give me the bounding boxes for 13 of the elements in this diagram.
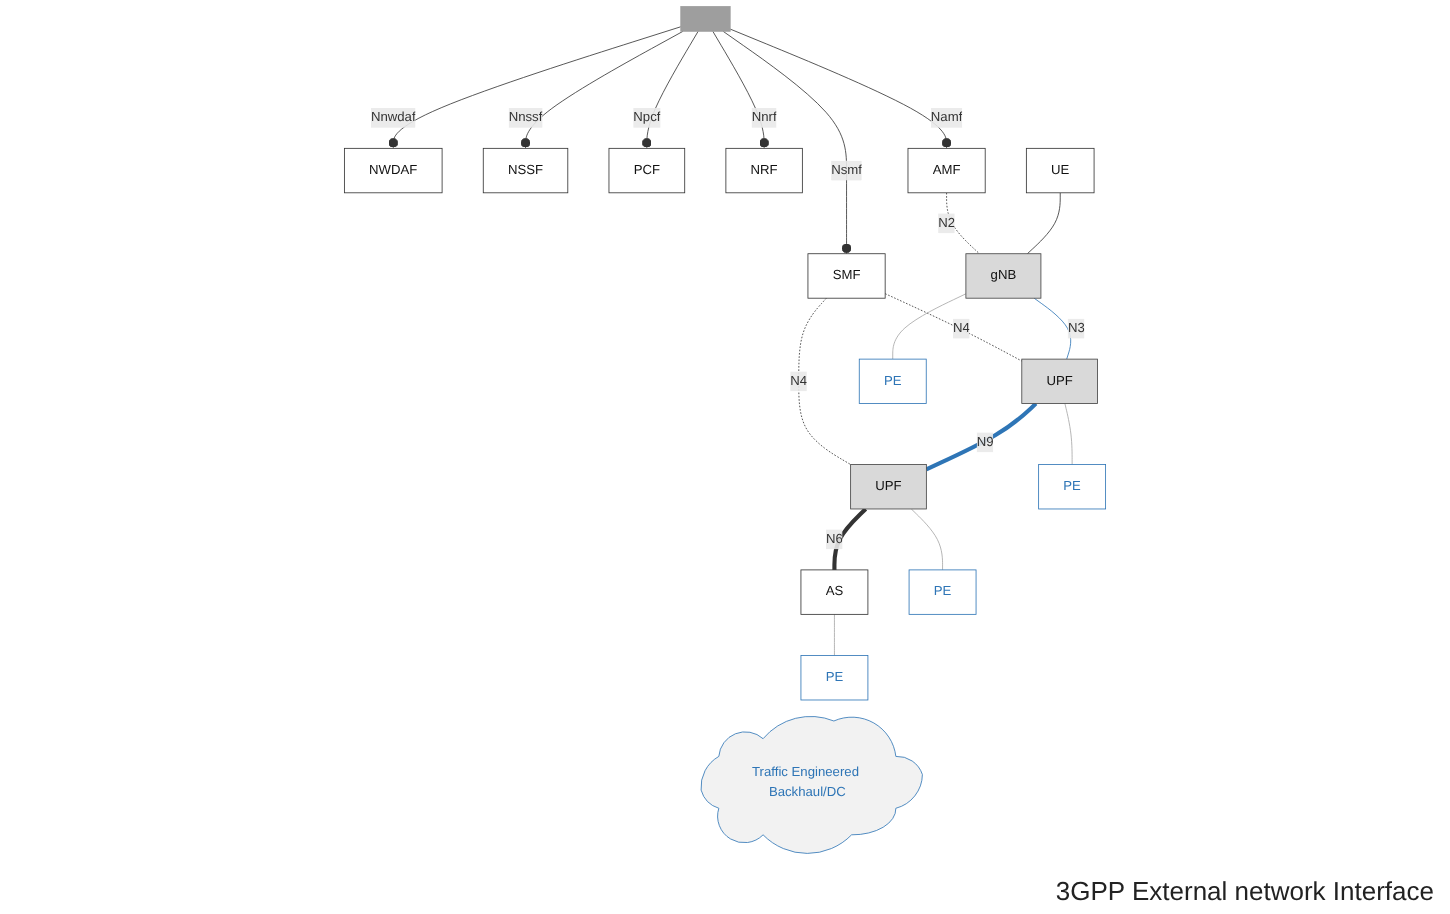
- connector: [834, 613, 835, 656]
- connector: [946, 192, 980, 255]
- connector: [910, 508, 943, 571]
- connector: [1033, 297, 1072, 360]
- connector: [1064, 403, 1073, 465]
- connector: [798, 297, 852, 465]
- connector: [832, 507, 868, 570]
- connector: [884, 293, 1023, 362]
- connector: [925, 402, 1038, 472]
- node-bar: [680, 6, 731, 32]
- boundary-label: 3GPP External network Interface: [1055, 876, 1434, 906]
- connector: [892, 293, 967, 360]
- connector: [1026, 192, 1061, 255]
